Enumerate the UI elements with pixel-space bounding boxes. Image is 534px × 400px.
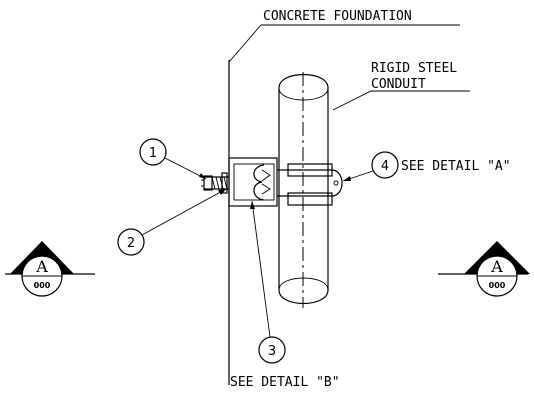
callout-1-leader: [164, 157, 207, 180]
section-right-letter: A: [490, 257, 503, 276]
channel-strut: [228, 157, 278, 207]
callout-1-arrow: [199, 173, 206, 179]
detail-b-label: SEE DETAIL "B": [230, 375, 340, 390]
callout-1-number: 1: [149, 146, 157, 161]
section-left-letter: A: [35, 257, 48, 276]
callout-1-bubble: [139, 138, 167, 166]
callout-2-leader: [141, 188, 227, 236]
conduit-leader: [332, 90, 470, 111]
section-marker-right: A 000: [438, 241, 530, 297]
callout-2-arrow: [218, 189, 226, 195]
foundation-label: CONCRETE FOUNDATION: [263, 9, 412, 24]
callout-3-number: 3: [268, 344, 276, 359]
callout-4-bubble: [371, 151, 399, 179]
section-right-number: 000: [489, 281, 506, 290]
conduit-label-line1: RIGID STEEL: [371, 61, 457, 76]
foundation-leader: [228, 24, 460, 63]
rigid-steel-conduit: [278, 72, 329, 308]
section-left-number: 000: [34, 281, 51, 290]
conduit-label-line2: CONDUIT: [371, 77, 426, 92]
callout-4-number: 4: [381, 159, 389, 174]
anchor-bolt: [201, 172, 229, 194]
detail-a-label: SEE DETAIL "A": [401, 159, 511, 174]
callout-3-arrow: [250, 201, 255, 209]
section-marker-left: A 000: [5, 241, 95, 297]
callout-3-leader: [251, 200, 271, 338]
pipe-clamp: [277, 163, 343, 206]
callout-4-arrow: [343, 176, 351, 181]
callout-3-bubble: [258, 336, 286, 364]
callout-2-bubble: [117, 228, 145, 256]
callout-2-number: 2: [127, 236, 135, 251]
